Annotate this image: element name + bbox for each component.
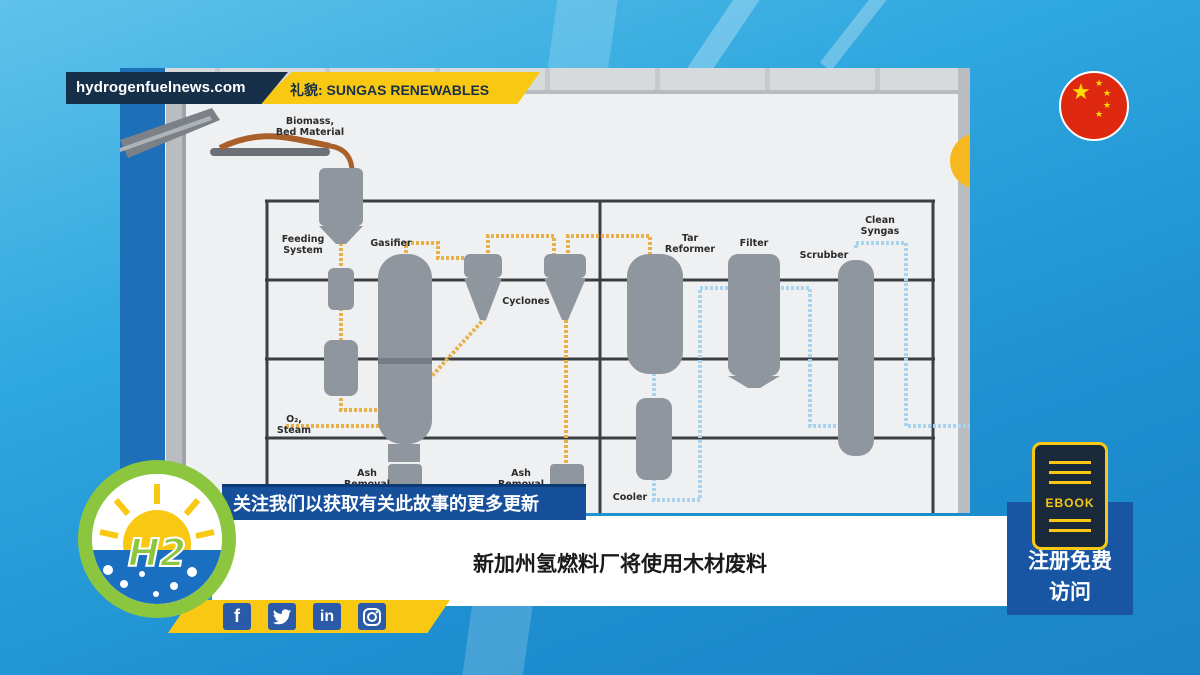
follow-text: 关注我们以获取有关此故事的更多更新 xyxy=(233,494,539,514)
site-name[interactable]: hydrogenfuelnews.com xyxy=(76,79,246,96)
label-feeding-system: Feeding System xyxy=(281,234,325,256)
ebook-label: EBOOK xyxy=(1045,496,1095,510)
label-clean-syngas: Clean Syngas xyxy=(860,215,900,237)
twitter-icon[interactable] xyxy=(268,603,296,630)
label-o2-steam: O₂, Steam xyxy=(276,414,312,436)
linkedin-icon[interactable]: in xyxy=(313,603,341,630)
label-cyclones: Cyclones xyxy=(502,296,550,307)
follow-banner xyxy=(222,484,586,520)
facebook-icon[interactable]: f xyxy=(223,603,251,630)
label-filter: Filter xyxy=(739,238,769,249)
headline-panel xyxy=(212,516,1010,606)
ebook-icon xyxy=(1032,442,1108,550)
diagram-graphic xyxy=(120,68,970,513)
credit-banner xyxy=(258,72,540,104)
instagram-icon[interactable] xyxy=(358,603,386,630)
label-gasifier: Gasifier xyxy=(370,238,412,249)
logo-text: H2 xyxy=(128,531,186,575)
label-scrubber: Scrubber xyxy=(799,250,849,261)
label-cooler: Cooler xyxy=(612,492,648,503)
china-flag-icon: ★ ★ ★ ★ ★ xyxy=(1059,71,1129,141)
image-credit: 礼貌: SUNGAS RENEWABLES xyxy=(290,82,490,98)
sun-icon xyxy=(950,134,970,188)
headline: 新加州氢燃料厂将使用木材废料 xyxy=(473,553,767,576)
h2-logo-icon: H2 xyxy=(92,474,222,604)
label-tar-reformer: Tar Reformer xyxy=(664,233,716,255)
social-strip xyxy=(168,600,450,633)
ebook-signup-link[interactable]: 注册免费 访问 xyxy=(1028,550,1112,604)
h2-logo-inner: H2 xyxy=(92,474,222,604)
conveyor-icon xyxy=(120,108,355,173)
label-biomass: Biomass, Bed Material xyxy=(275,116,345,138)
process-diagram: Biomass, Bed Material Feeding System Gas… xyxy=(120,68,970,513)
background-light-ray xyxy=(819,0,912,72)
site-banner xyxy=(66,72,288,104)
